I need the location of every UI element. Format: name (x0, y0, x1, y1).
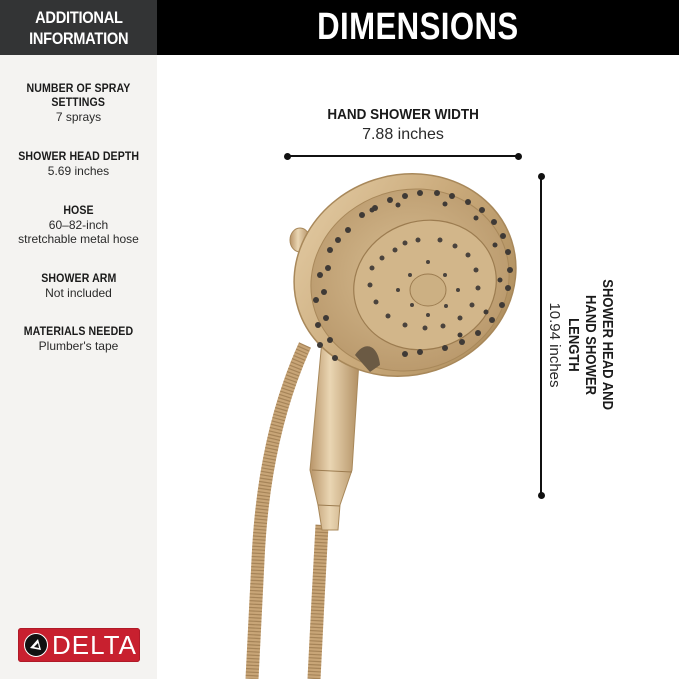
width-value: 7.88 inches (362, 126, 444, 143)
spec-value: Plumber's tape (38, 339, 119, 353)
shower-head-product-image (245, 173, 517, 679)
spec-materials-needed: MATERIALS NEEDED Plumber's tape (0, 325, 157, 353)
spec-label: NUMBER OF SPRAY (26, 83, 131, 95)
spec-shower-head-depth: SHOWER HEAD DEPTH 5.69 inches (0, 150, 157, 178)
length-value: 10.94 inches (546, 302, 563, 388)
dimensions-header: DIMENSIONS (157, 0, 679, 55)
length-title-line2: HAND SHOWER LENGTH (565, 294, 598, 396)
additional-information-header: ADDITIONAL INFORMATION (0, 0, 157, 55)
specs-sidebar (0, 55, 157, 679)
delta-triangle-icon (24, 633, 48, 657)
header-left-line2: INFORMATION (28, 28, 129, 48)
header-left-line1: ADDITIONAL (34, 7, 123, 27)
width-line-start-dot (284, 152, 291, 160)
width-title: HAND SHOWER WIDTH (327, 106, 479, 123)
width-line-end-dot (515, 152, 522, 160)
delta-logo: DELTA (18, 628, 140, 662)
length-line-end-dot (537, 492, 545, 499)
delta-wordmark: DELTA (52, 630, 137, 660)
length-line-start-dot (537, 173, 545, 180)
spec-value: stretchable metal hose (18, 232, 139, 246)
spec-hose: HOSE 60–82-inch stretchable metal hose (0, 204, 157, 246)
spec-value: 5.69 inches (47, 164, 110, 178)
spec-label: HOSE (63, 205, 94, 217)
spec-label: SHOWER ARM (40, 273, 117, 285)
spec-spray-settings: NUMBER OF SPRAY SETTINGS 7 sprays (0, 82, 157, 124)
width-dimension-line (287, 155, 518, 157)
page-title: DIMENSIONS (317, 6, 519, 48)
spec-value: 7 sprays (55, 110, 102, 124)
spec-label: SHOWER HEAD DEPTH (18, 151, 139, 163)
spec-label: MATERIALS NEEDED (23, 326, 134, 338)
hand-shower-width-label: HAND SHOWER WIDTH 7.88 inches (287, 106, 519, 146)
length-title-line1: SHOWER HEAD AND (599, 279, 615, 411)
length-label: SHOWER HEAD AND HAND SHOWER LENGTH 10.94… (545, 260, 615, 430)
spec-label: SETTINGS (51, 97, 106, 109)
length-dimension-line (540, 176, 542, 495)
spec-value: Not included (45, 286, 112, 300)
spec-shower-arm: SHOWER ARM Not included (0, 272, 157, 300)
spec-value: 60–82-inch (48, 218, 109, 232)
